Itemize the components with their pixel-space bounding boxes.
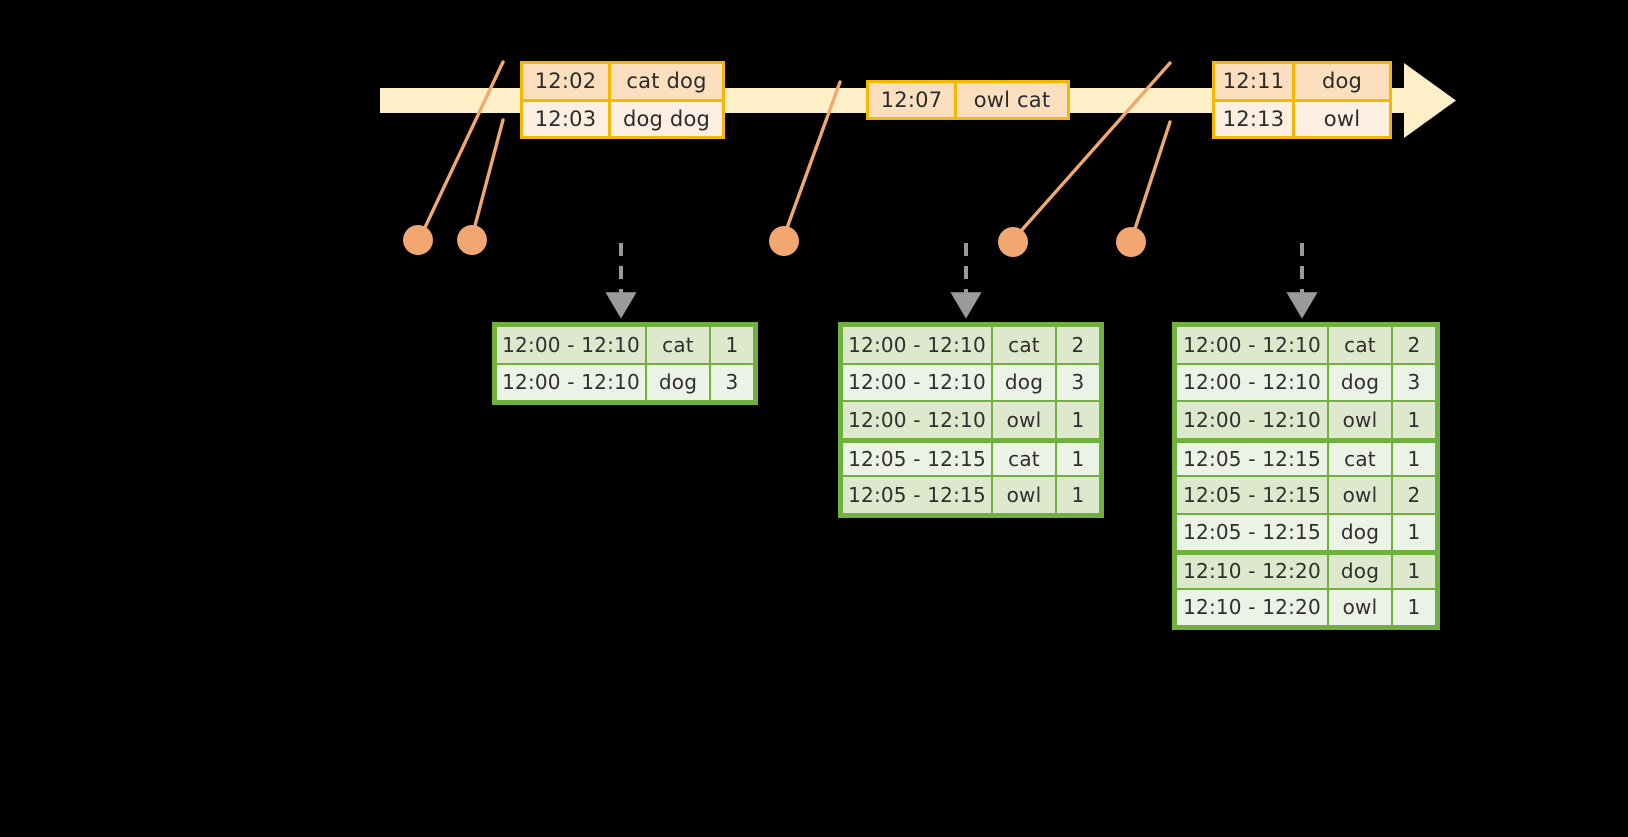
cell-key: cat bbox=[1329, 442, 1391, 475]
event-time: 12:02 bbox=[523, 64, 611, 99]
cell-count: 3 bbox=[1393, 364, 1435, 400]
cell-count: 1 bbox=[1393, 442, 1435, 475]
event-time: 12:07 bbox=[869, 83, 957, 117]
event-row[interactable]: 12:07 owl cat bbox=[869, 83, 1067, 117]
cell-key: cat bbox=[993, 442, 1055, 475]
cell-window: 12:00 - 12:10 bbox=[1177, 402, 1327, 438]
event-words: cat dog bbox=[611, 64, 722, 99]
event-words: dog bbox=[1295, 64, 1389, 99]
cell-key: cat bbox=[647, 327, 709, 363]
emit-arrows bbox=[605, 243, 1318, 319]
cell-count: 1 bbox=[1057, 402, 1099, 438]
cell-count: 1 bbox=[1057, 477, 1099, 513]
cell-window: 12:00 - 12:10 bbox=[497, 327, 645, 363]
event-words: owl bbox=[1295, 101, 1389, 136]
event-words: dog dog bbox=[611, 101, 722, 136]
dot-12-11 bbox=[998, 227, 1028, 257]
cell-window: 12:00 - 12:10 bbox=[1177, 364, 1327, 400]
event-row[interactable]: 12:02 cat dog bbox=[523, 64, 722, 99]
cell-window: 12:10 - 12:20 bbox=[1177, 555, 1327, 588]
event-row[interactable]: 12:11 dog bbox=[1215, 64, 1389, 99]
dot-12-02 bbox=[403, 225, 433, 255]
cell-count: 2 bbox=[1393, 327, 1435, 363]
cell-window: 12:00 - 12:10 bbox=[497, 364, 645, 400]
cell-window: 12:10 - 12:20 bbox=[1177, 589, 1327, 625]
cell-window: 12:00 - 12:10 bbox=[843, 402, 991, 438]
cell-window: 12:05 - 12:15 bbox=[843, 477, 991, 513]
dot-12-13 bbox=[1116, 227, 1146, 257]
cell-count: 2 bbox=[1057, 327, 1099, 363]
cell-key: cat bbox=[993, 327, 1055, 363]
cell-key: owl bbox=[1329, 589, 1391, 625]
cell-key: dog bbox=[1329, 364, 1391, 400]
cell-window: 12:05 - 12:15 bbox=[1177, 442, 1327, 475]
cell-count: 1 bbox=[1393, 589, 1435, 625]
event-row[interactable]: 12:13 owl bbox=[1215, 98, 1389, 136]
cell-key: owl bbox=[993, 477, 1055, 513]
cell-window: 12:00 - 12:10 bbox=[843, 327, 991, 363]
cell-count: 1 bbox=[711, 327, 753, 363]
event-time: 12:13 bbox=[1215, 101, 1295, 136]
cell-window: 12:00 - 12:10 bbox=[1177, 327, 1327, 363]
cell-window: 12:05 - 12:15 bbox=[1177, 477, 1327, 513]
cell-key: dog bbox=[993, 364, 1055, 400]
cell-count: 2 bbox=[1393, 477, 1435, 513]
cell-window: 12:05 - 12:15 bbox=[1177, 514, 1327, 550]
cell-count: 1 bbox=[1393, 402, 1435, 438]
dot-12-03 bbox=[457, 225, 487, 255]
event-words: owl cat bbox=[957, 83, 1067, 117]
cell-count: 1 bbox=[1393, 514, 1435, 550]
event-group-2[interactable]: 12:07 owl cat bbox=[866, 80, 1070, 120]
connector-dots bbox=[403, 225, 1146, 257]
event-time: 12:11 bbox=[1215, 64, 1295, 99]
cell-window: 12:00 - 12:10 bbox=[843, 364, 991, 400]
cell-key: owl bbox=[1329, 477, 1391, 513]
cell-count: 3 bbox=[1057, 364, 1099, 400]
event-time: 12:03 bbox=[523, 101, 611, 136]
event-group-3[interactable]: 12:11 dog 12:13 owl bbox=[1212, 61, 1392, 139]
dot-12-07 bbox=[769, 226, 799, 256]
cell-key: dog bbox=[1329, 555, 1391, 588]
cell-key: owl bbox=[993, 402, 1055, 438]
cell-key: cat bbox=[1329, 327, 1391, 363]
cell-key: owl bbox=[1329, 402, 1391, 438]
cell-count: 3 bbox=[711, 364, 753, 400]
cell-count: 1 bbox=[1393, 555, 1435, 588]
cell-count: 1 bbox=[1057, 442, 1099, 475]
event-group-1[interactable]: 12:02 cat dog 12:03 dog dog bbox=[520, 61, 725, 139]
cell-key: dog bbox=[1329, 514, 1391, 550]
event-row[interactable]: 12:03 dog dog bbox=[523, 98, 722, 136]
cell-key: dog bbox=[647, 364, 709, 400]
cell-window: 12:05 - 12:15 bbox=[843, 442, 991, 475]
